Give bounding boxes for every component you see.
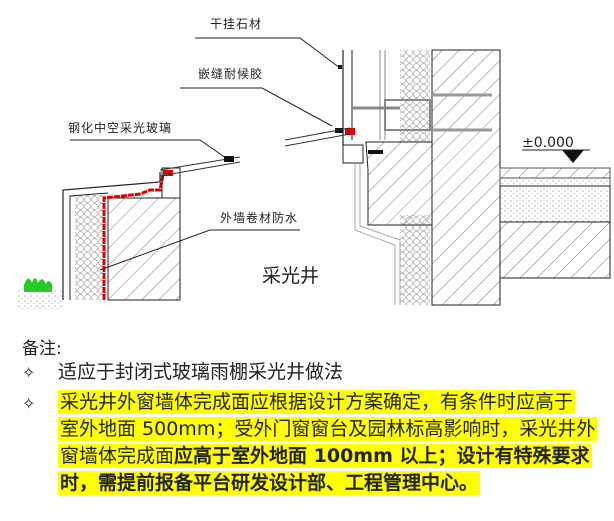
exterior-ground [499, 167, 611, 279]
note-item-2-line-3b: 应高于室外地面 100mm 以上；设计有特殊要求 [174, 445, 590, 467]
label-tempered-glass: 钢化中空采光玻璃 [68, 120, 172, 135]
label-waterproofing: 外墙卷材防水 [220, 210, 298, 225]
note-item-2-line-2: 室外地面 500mm；受外门窗窗台及园林标高影响时，采光井外 [58, 417, 598, 441]
label-dry-hang-stone: 干挂石材 [210, 17, 262, 31]
elevation-label: ±0.000 [522, 135, 574, 151]
note-item-1: 适应于封闭式玻璃雨棚采光井做法 [58, 361, 344, 383]
label-weather-sealant: 嵌缝耐候胶 [198, 66, 263, 81]
note-item-2-line-4: 时，需提前报备平台研发设计部、工程管理中心。 [60, 472, 479, 494]
notes-title: 备注: [22, 339, 62, 359]
light-well-section-diagram: ±0.000 干挂石材 嵌缝耐候胶 钢化中空采光玻璃 外墙卷材防水 采光井 [18, 17, 611, 310]
building-wall [284, 49, 501, 306]
left-retaining-wall [62, 167, 181, 301]
elevation-triangle-icon [562, 150, 584, 163]
glass-canopy [159, 156, 241, 177]
elevation-marker: ±0.000 [522, 135, 590, 163]
bullet-icon: ✧ [22, 394, 36, 413]
label-light-well: 采光井 [262, 265, 319, 287]
bullet-icon: ✧ [22, 363, 36, 382]
grass [18, 278, 63, 310]
note-item-2-line-1: 采光井外窗墙体完成面应根据设计方案确定，有条件时应高于 [58, 390, 576, 414]
note-item-2-line-3a: 窗墙体完成面 [60, 445, 175, 467]
leader-lines [70, 37, 341, 271]
